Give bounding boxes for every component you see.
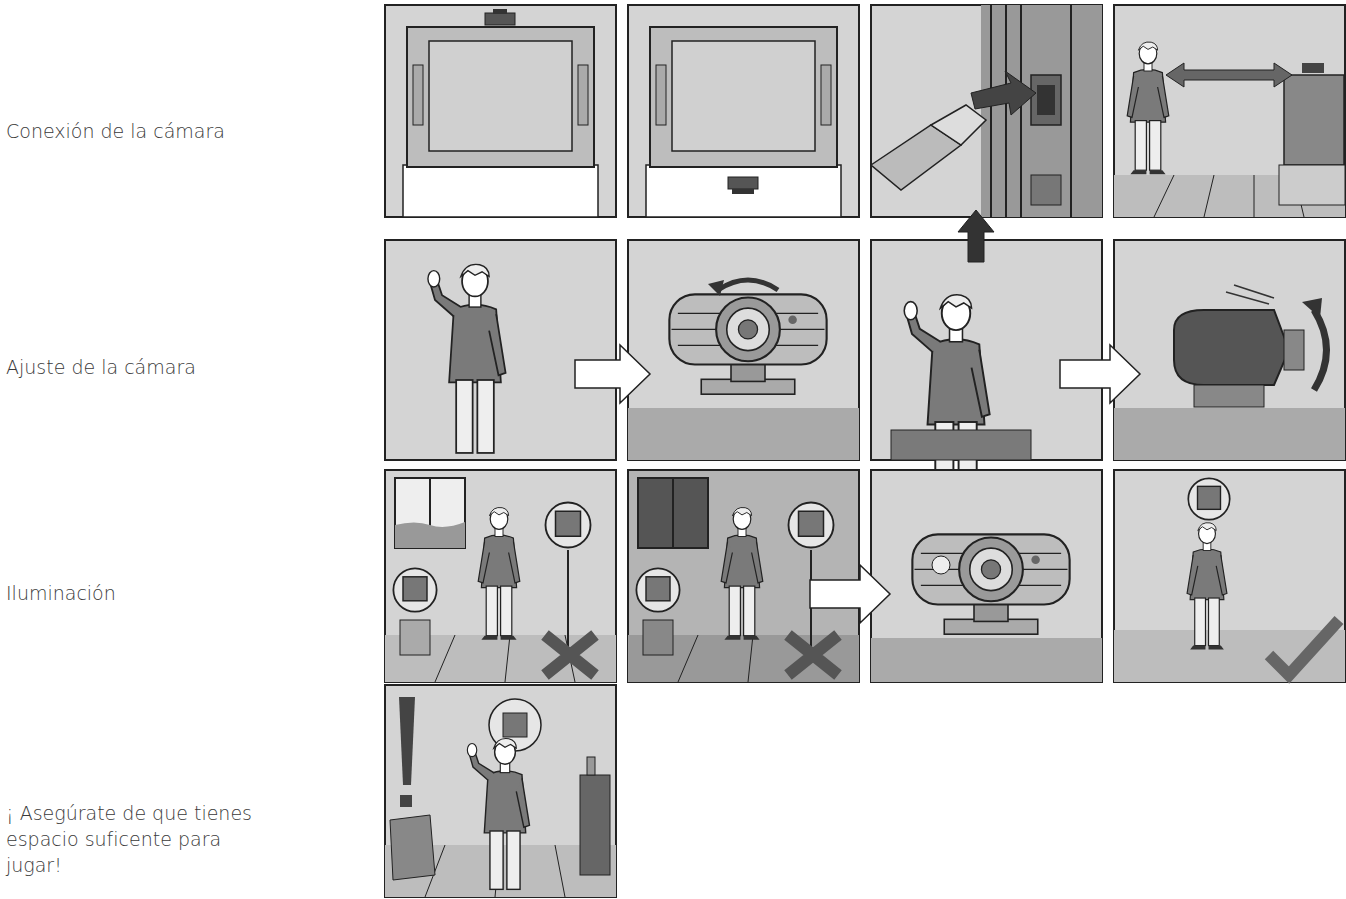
user-panel [385,240,616,460]
up-arrow [958,210,994,262]
bright-window-panel [385,470,616,682]
flow-arrow [810,565,890,623]
flow-arrow [1060,345,1140,403]
usb-plug-panel [871,5,1102,217]
camera-rotate-panel [628,240,859,460]
camera-light-panel [871,470,1102,682]
row-label: Iluminación [6,580,366,606]
tv-camera-top-panel [385,5,616,217]
good-light-panel [1114,470,1345,682]
flow-arrow [575,345,650,403]
row-label: Conexión de la cámara [6,118,366,144]
tv-camera-below-panel [628,5,859,217]
camera-tilt-panel [1114,240,1345,460]
distance-panel [1114,5,1345,217]
play-space-panel [385,685,616,897]
dark-window-panel [628,470,859,682]
row-label: Ajuste de la cámara [6,354,366,380]
row-label: ¡ Asegúrate de que tienes espacio sufice… [6,800,276,878]
